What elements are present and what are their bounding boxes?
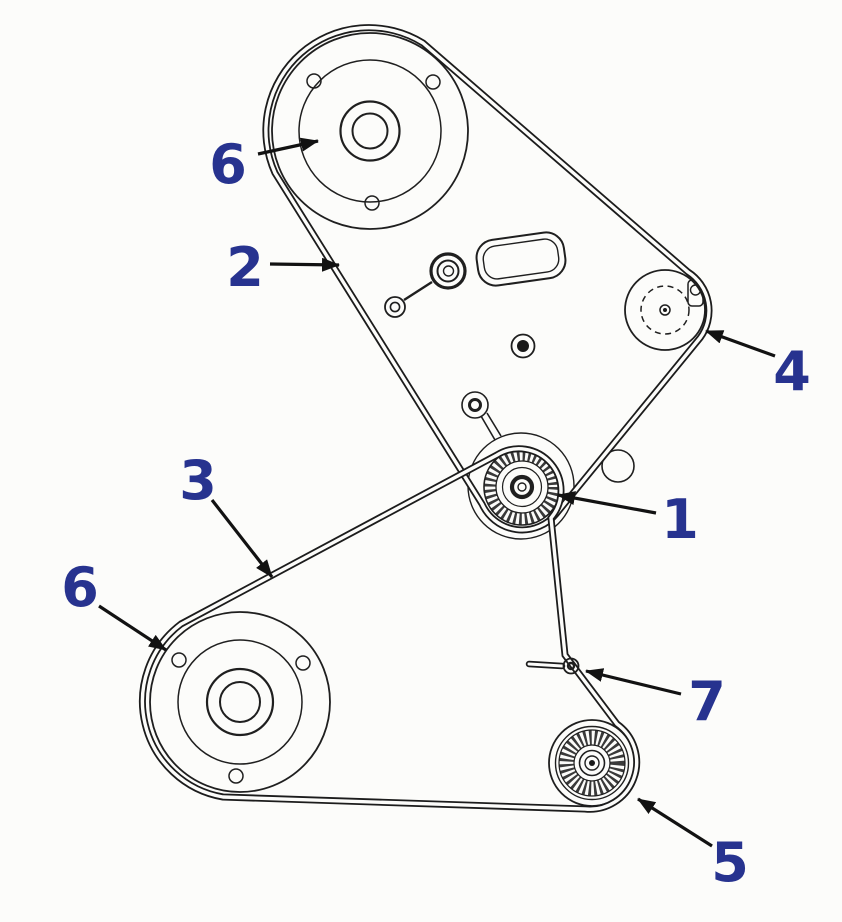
idler-rim [624, 269, 706, 351]
callout-arrow-5 [637, 797, 713, 848]
callout-arrow-2 [269, 257, 340, 272]
mount-hole [171, 652, 187, 668]
idler-axle [659, 304, 671, 316]
pulley-bore [351, 112, 389, 150]
coil-mid-ring [436, 259, 460, 283]
post-hole [389, 301, 401, 313]
spring-link-bar [403, 280, 433, 302]
coil-inner-ring [442, 265, 455, 277]
media-slot-inner [482, 238, 560, 280]
drive-pulley-knurl [484, 449, 560, 525]
small-pulley-flange [554, 725, 630, 801]
mount-hole [306, 73, 322, 89]
small-pulley-hub [578, 749, 606, 777]
small-pulley-bore [584, 755, 600, 771]
arm-edge [486, 412, 502, 437]
pulley-hub [339, 100, 401, 162]
spring-coil [429, 252, 467, 290]
callout-arrow-6-lower [98, 604, 167, 652]
chassis-plate-details [384, 231, 704, 483]
chassis-hole [601, 449, 635, 483]
lower-spool-pulley [149, 611, 331, 793]
pulley-face-ring [177, 639, 303, 765]
media-slot [475, 231, 567, 287]
callout-arrow-3 [210, 499, 274, 578]
coil-outer-ring [429, 252, 467, 290]
upper-spool-pulley [271, 32, 469, 230]
callout-arrow-1 [557, 491, 657, 515]
callout-label-6-lower: 6 [61, 556, 99, 619]
media-slot-outer [475, 231, 567, 287]
mount-hole [295, 655, 311, 671]
upper-drive-belt [262, 24, 713, 534]
small-pulley-ring [573, 744, 611, 782]
belt-tensioner [525, 657, 580, 675]
tensioner-eyelet [562, 657, 580, 675]
callout-arrow-7 [585, 668, 682, 696]
mount-hole [364, 195, 380, 211]
callout-arrow-4 [705, 329, 776, 358]
callout-arrows [98, 137, 776, 848]
callout-label-6-upper: 6 [209, 133, 247, 196]
screw-rim [510, 333, 536, 359]
small-pulley-knurl [559, 730, 625, 796]
drive-shaft-bore [517, 482, 527, 492]
drive-pulley-boss [501, 466, 543, 508]
callout-arrow-6-upper [257, 137, 319, 156]
callout-label-3: 3 [179, 449, 217, 512]
lower-drive-belt [138, 445, 641, 813]
arm-post-hole [468, 398, 482, 412]
arm-edge [480, 415, 496, 441]
post-outer [384, 296, 406, 318]
pulley-bore [219, 681, 261, 723]
idler-axle-dot [663, 308, 667, 312]
callout-label-5: 5 [711, 831, 749, 894]
lower-belt-core [140, 447, 639, 811]
arm-post [461, 391, 489, 419]
callout-label-2: 2 [226, 236, 264, 299]
screw-center [517, 340, 529, 352]
pulley-outer-rim [271, 32, 469, 230]
pulley-face-ring [298, 59, 442, 203]
idler-hidden-ring [640, 285, 690, 335]
screw-head [510, 333, 536, 359]
tensioner-eyelet-hole [566, 661, 576, 671]
mount-hole [425, 74, 441, 90]
callout-label-7: 7 [688, 670, 726, 733]
upper-belt-core [264, 25, 711, 532]
pulley-hub [205, 667, 275, 737]
small-pulley-ring [558, 729, 626, 797]
idler-pulley [624, 269, 706, 351]
tensioner-rod-core [527, 662, 564, 668]
drive-shaft-ring [509, 474, 535, 500]
callout-labels: 6 2 4 3 1 6 7 5 [61, 133, 811, 894]
mount-hole [228, 768, 244, 784]
post-fitting [384, 296, 406, 318]
pulley-outer-rim [149, 611, 331, 793]
drive-pulley-groove [495, 460, 549, 514]
callout-label-1: 1 [661, 488, 699, 551]
callout-label-4: 4 [773, 340, 811, 403]
small-pulley-axle-dot [589, 760, 595, 766]
